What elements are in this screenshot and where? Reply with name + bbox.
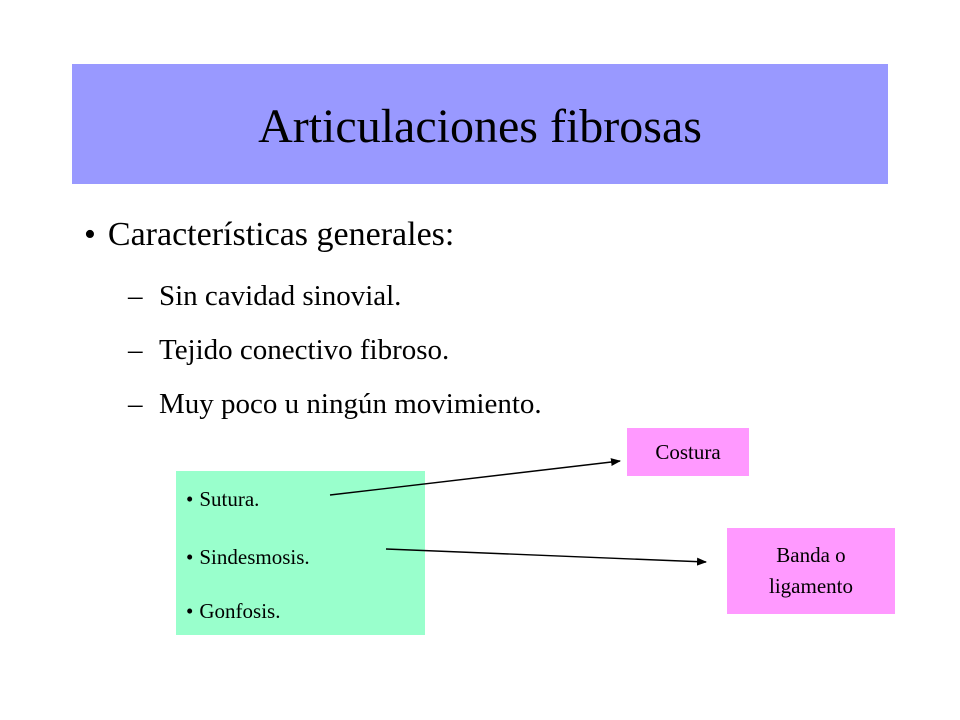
title-banner: Articulaciones fibrosas: [72, 64, 888, 184]
dash-marker: –: [128, 334, 143, 366]
characteristics-heading: • Características generales:: [84, 218, 454, 252]
joint-type-item: • Sindesmosis.: [186, 547, 310, 568]
meaning-banda-line1: Banda o: [776, 542, 846, 567]
dash-marker: –: [128, 388, 143, 420]
joint-type-sindesmosis: Sindesmosis.: [199, 545, 310, 569]
characteristic-text: Sin cavidad sinovial.: [159, 280, 402, 312]
joint-types-box: • Sutura. • Sindesmosis. • Gonfosis.: [176, 471, 425, 635]
meaning-banda-line2: ligamento: [769, 574, 853, 598]
joint-type-item: • Gonfosis.: [186, 601, 280, 622]
joint-type-sutura: Sutura.: [199, 487, 260, 511]
meaning-banda-box: Banda o ligamento: [727, 528, 895, 614]
meaning-costura: Costura: [655, 439, 721, 464]
type-bullet: •: [186, 599, 194, 623]
characteristic-item: – Sin cavidad sinovial.: [128, 282, 401, 311]
meaning-costura-box: Costura: [627, 428, 749, 476]
slide-title: Articulaciones fibrosas: [258, 100, 702, 153]
joint-type-item: • Sutura.: [186, 489, 259, 510]
arrow-sindesmosis-to-banda: [385, 548, 707, 566]
characteristic-item: – Muy poco u ningún movimiento.: [128, 390, 542, 419]
characteristic-text: Muy poco u ningún movimiento.: [159, 388, 542, 420]
heading-text: Características generales:: [107, 216, 455, 253]
joint-type-gonfosis: Gonfosis.: [199, 599, 281, 623]
characteristic-text: Tejido conectivo fibroso.: [159, 334, 450, 366]
characteristic-item: – Tejido conectivo fibroso.: [128, 336, 449, 365]
heading-bullet: •: [84, 216, 96, 253]
type-bullet: •: [186, 545, 194, 569]
type-bullet: •: [186, 487, 194, 511]
dash-marker: –: [128, 280, 143, 312]
